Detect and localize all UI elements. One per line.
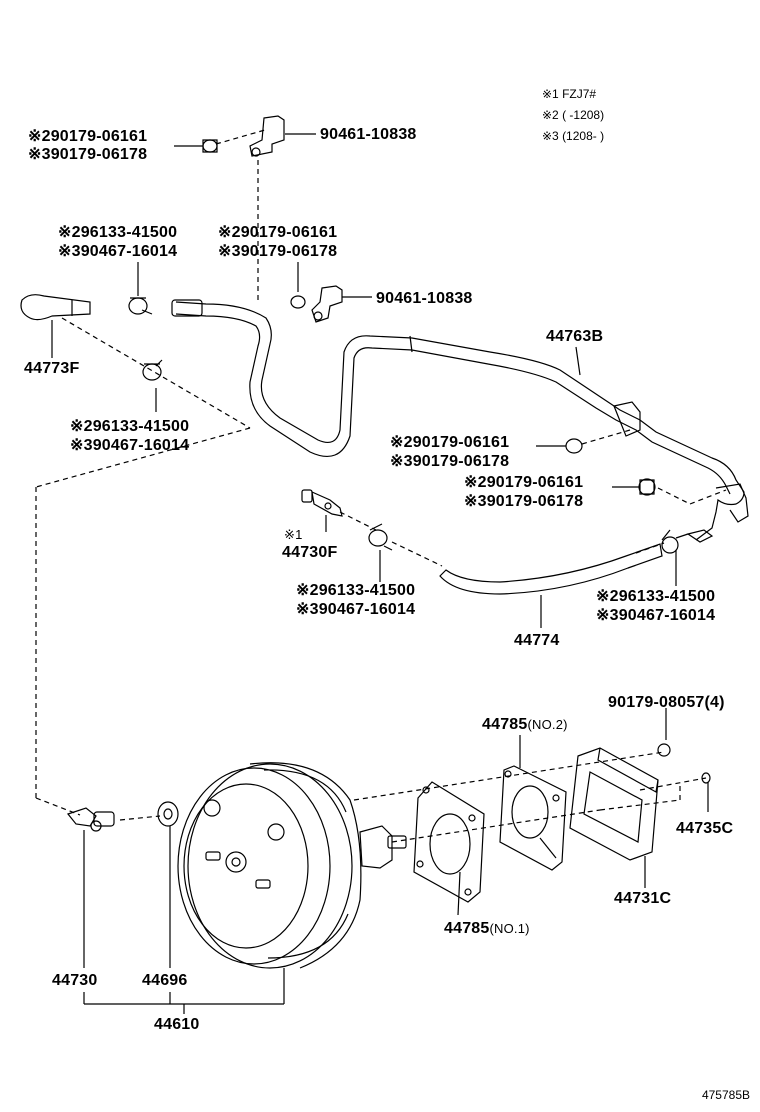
label-right-bolt-2-a: ※290179-06161 (464, 474, 584, 491)
label-seal-44735c: 44735C (676, 820, 734, 837)
gasket-no2-part (499, 765, 567, 871)
booster-44610-part (177, 762, 407, 969)
label-tube-44763b: 44763B (546, 328, 604, 345)
gasket-no1-part (413, 781, 485, 903)
label-nut: 90179-08057(4) (608, 694, 725, 711)
label-clamp-right-b: ※390467-16014 (596, 607, 716, 624)
seal-44735c-part (701, 772, 711, 784)
label-spacer-44731c: 44731C (614, 890, 672, 907)
label-mid-bolt-a: ※290179-06161 (218, 224, 338, 241)
label-right-bolt-1-b: ※390179-06178 (390, 453, 510, 470)
label-top-bracket: 90461-10838 (320, 126, 417, 143)
check-valve-44730-part (66, 807, 115, 832)
label-gasket-no1-number: 44785 (444, 920, 490, 937)
figure-id: 475785B (701, 1088, 750, 1102)
label-gasket-no1: 44785(NO.1) (444, 920, 530, 938)
label-clamp-low-b: ※390467-16014 (296, 601, 416, 618)
grommet-44696-part (157, 801, 179, 827)
label-mid-bolt-b: ※390179-06178 (218, 243, 338, 260)
label-mid-bracket: 90461-10838 (376, 290, 473, 307)
right-bolt-1-part (565, 438, 583, 454)
tube-44763b-part (171, 299, 749, 541)
label-clamp-mid-a: ※296133-41500 (70, 418, 190, 435)
label-gasket-no2: 44785(NO.2) (482, 716, 568, 734)
label-gasket-no1-note: (NO.1) (489, 921, 530, 936)
label-grommet-44696: 44696 (142, 972, 188, 989)
label-check-valve-44730: 44730 (52, 972, 98, 989)
valve-44730f-part (301, 489, 343, 517)
legend: ※1 FZJ7# ※2 ( -1208) ※3 (1208- ) (542, 84, 604, 147)
label-right-bolt-2-b: ※390179-06178 (464, 493, 584, 510)
label-right-bolt-1-a: ※290179-06161 (390, 434, 510, 451)
label-clamp-top-a: ※296133-41500 (58, 224, 178, 241)
legend-item: ※3 (1208- ) (542, 129, 605, 143)
label-hose-44773f: 44773F (24, 360, 80, 377)
label-top-bolt-a: ※290179-06161 (28, 128, 148, 145)
label-valve-note: ※1 (284, 527, 303, 542)
label-valve-44730f: 44730F (282, 544, 338, 561)
top-bolt-part (202, 139, 218, 153)
mid-bolt-part (290, 295, 306, 309)
label-gasket-no2-note: (NO.2) (527, 717, 568, 732)
label-booster-44610: 44610 (154, 1016, 200, 1033)
label-clamp-low-a: ※296133-41500 (296, 582, 416, 599)
clamp-mid (142, 359, 163, 381)
label-clamp-mid-b: ※390467-16014 (70, 437, 190, 454)
label-top-bolt-b: ※390179-06178 (28, 146, 148, 163)
label-hose-44774: 44774 (514, 632, 560, 649)
clamp-right (661, 529, 714, 554)
label-clamp-top-b: ※390467-16014 (58, 243, 178, 260)
label-clamp-right-a: ※296133-41500 (596, 588, 716, 605)
top-bracket-part (249, 115, 285, 157)
hose-44773f-part (20, 294, 91, 321)
legend-item: ※2 ( -1208) (542, 108, 605, 122)
hose-44774-part (439, 543, 663, 595)
nut-part (657, 743, 671, 757)
right-bolt-2-part (638, 478, 656, 496)
legend-item: ※1 FZJ7# (542, 87, 597, 101)
mid-bracket-part (311, 285, 343, 323)
clamp-low (368, 523, 393, 551)
spacer-44731c-part (569, 747, 659, 861)
leader-lines (35, 129, 727, 1014)
clamp-top (128, 297, 153, 315)
label-gasket-no2-number: 44785 (482, 716, 528, 733)
